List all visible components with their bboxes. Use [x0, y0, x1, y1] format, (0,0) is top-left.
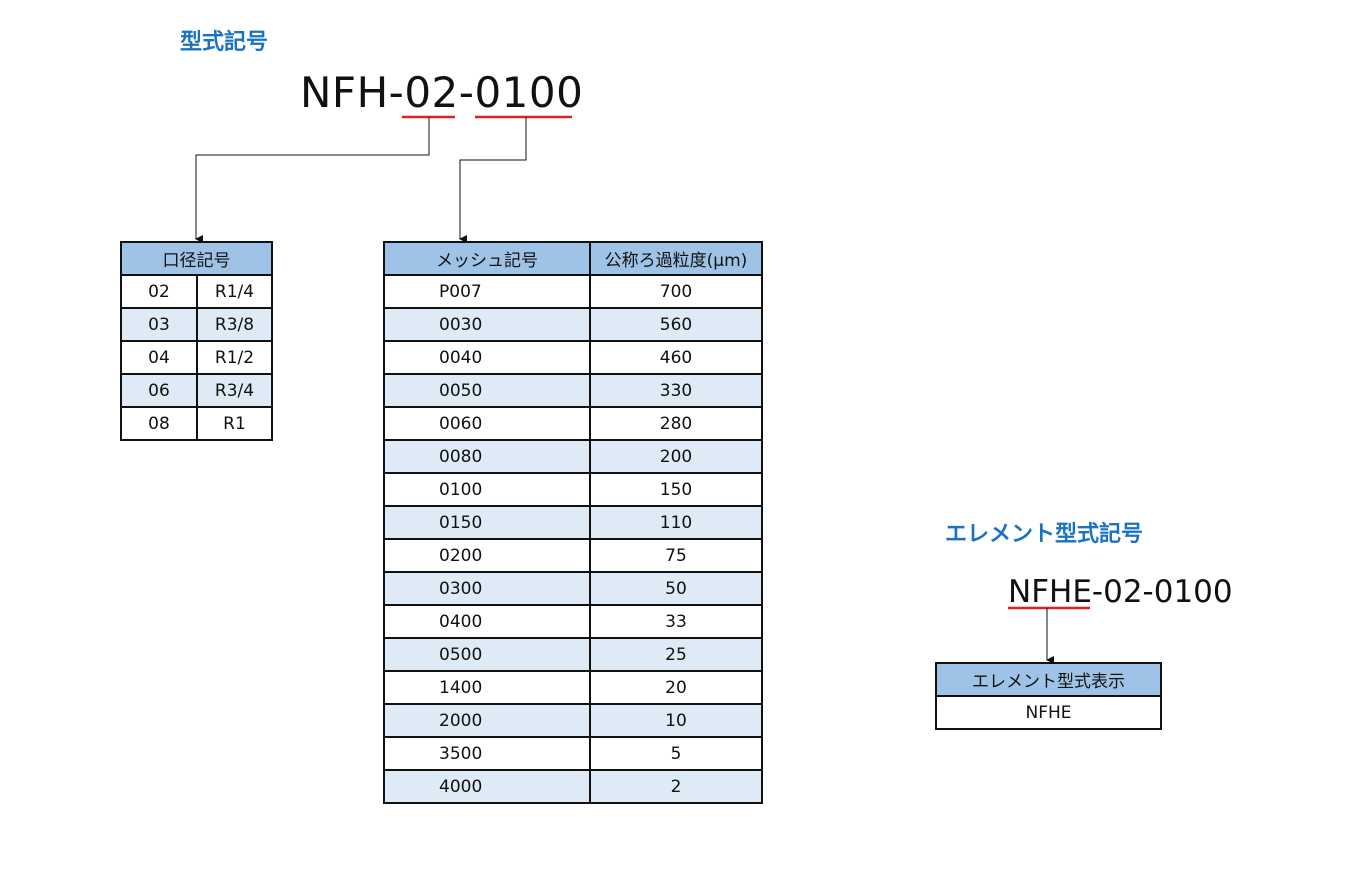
model-code-separator: - [458, 68, 475, 117]
mesh-code-cell: 0200 [383, 538, 591, 573]
mesh-code-cell: 0100 [383, 472, 591, 507]
model-code-heading: 型式記号 [180, 30, 269, 55]
mesh-code-cell: 2000 [383, 703, 591, 738]
filtration-size-cell: 20 [589, 670, 763, 705]
filtration-size-header: 公称ろ過粒度(μm) [589, 241, 763, 276]
mesh-code-cell: 0400 [383, 604, 591, 639]
bore-connector-arrow [195, 117, 430, 243]
filtration-size-cell: 200 [589, 439, 763, 474]
element-code-rest: -02-0100 [1091, 574, 1233, 610]
model-code: NFH-02-0100 [300, 68, 583, 117]
filtration-size-cell: 2 [589, 769, 763, 804]
mesh-code-cell: 3500 [383, 736, 591, 771]
mesh-code-cell: 1400 [383, 670, 591, 705]
mesh-code-cell: 0080 [383, 439, 591, 474]
bore-size-cell: R1/4 [196, 274, 273, 309]
mesh-code-cell: 0030 [383, 307, 591, 342]
filtration-size-cell: 280 [589, 406, 763, 441]
bore-table-header: 口径記号 [120, 241, 273, 276]
mesh-code-cell: 0060 [383, 406, 591, 441]
mesh-code-cell: P007 [383, 274, 591, 309]
bore-code-cell: 03 [120, 307, 198, 342]
filtration-size-cell: 10 [589, 703, 763, 738]
model-code-prefix: NFH- [300, 68, 405, 117]
mesh-code-cell: 0050 [383, 373, 591, 408]
mesh-code-header: メッシュ記号 [383, 241, 591, 276]
table-row: NFHE [935, 695, 1162, 730]
filtration-size-cell: 33 [589, 604, 763, 639]
filtration-size-cell: 75 [589, 538, 763, 573]
element-code-table: エレメント型式表示 NFHE [935, 662, 1162, 730]
element-code-cell: NFHE [935, 695, 1162, 730]
filtration-size-cell: 25 [589, 637, 763, 672]
element-code: NFHE-02-0100 [1008, 574, 1233, 610]
filtration-size-cell: 560 [589, 307, 763, 342]
mesh-code-cell: 0300 [383, 571, 591, 606]
element-code-marked: NFHE [1008, 574, 1092, 610]
filtration-size-cell: 50 [589, 571, 763, 606]
element-code-heading: エレメント型式記号 [945, 522, 1144, 547]
filtration-size-cell: 460 [589, 340, 763, 375]
filtration-size-cell: 150 [589, 472, 763, 507]
model-code-mesh: 0100 [474, 68, 584, 117]
bore-code-cell: 08 [120, 406, 198, 441]
model-code-bore: 02 [404, 68, 459, 117]
filtration-size-cell: 5 [589, 736, 763, 771]
bore-code-cell: 02 [120, 274, 198, 309]
bore-size-cell: R3/8 [196, 307, 273, 342]
bore-size-cell: R1 [196, 406, 273, 441]
filtration-size-cell: 330 [589, 373, 763, 408]
bore-size-cell: R1/2 [196, 340, 273, 375]
element-table-header: エレメント型式表示 [935, 662, 1162, 697]
mesh-code-cell: 0040 [383, 340, 591, 375]
mesh-connector-arrow [459, 117, 527, 243]
bore-code-cell: 04 [120, 340, 198, 375]
mesh-code-cell: 0500 [383, 637, 591, 672]
mesh-code-cell: 4000 [383, 769, 591, 804]
bore-code-cell: 06 [120, 373, 198, 408]
mesh-code-cell: 0150 [383, 505, 591, 540]
bore-size-cell: R3/4 [196, 373, 273, 408]
filtration-size-cell: 110 [589, 505, 763, 540]
filtration-size-cell: 700 [589, 274, 763, 309]
